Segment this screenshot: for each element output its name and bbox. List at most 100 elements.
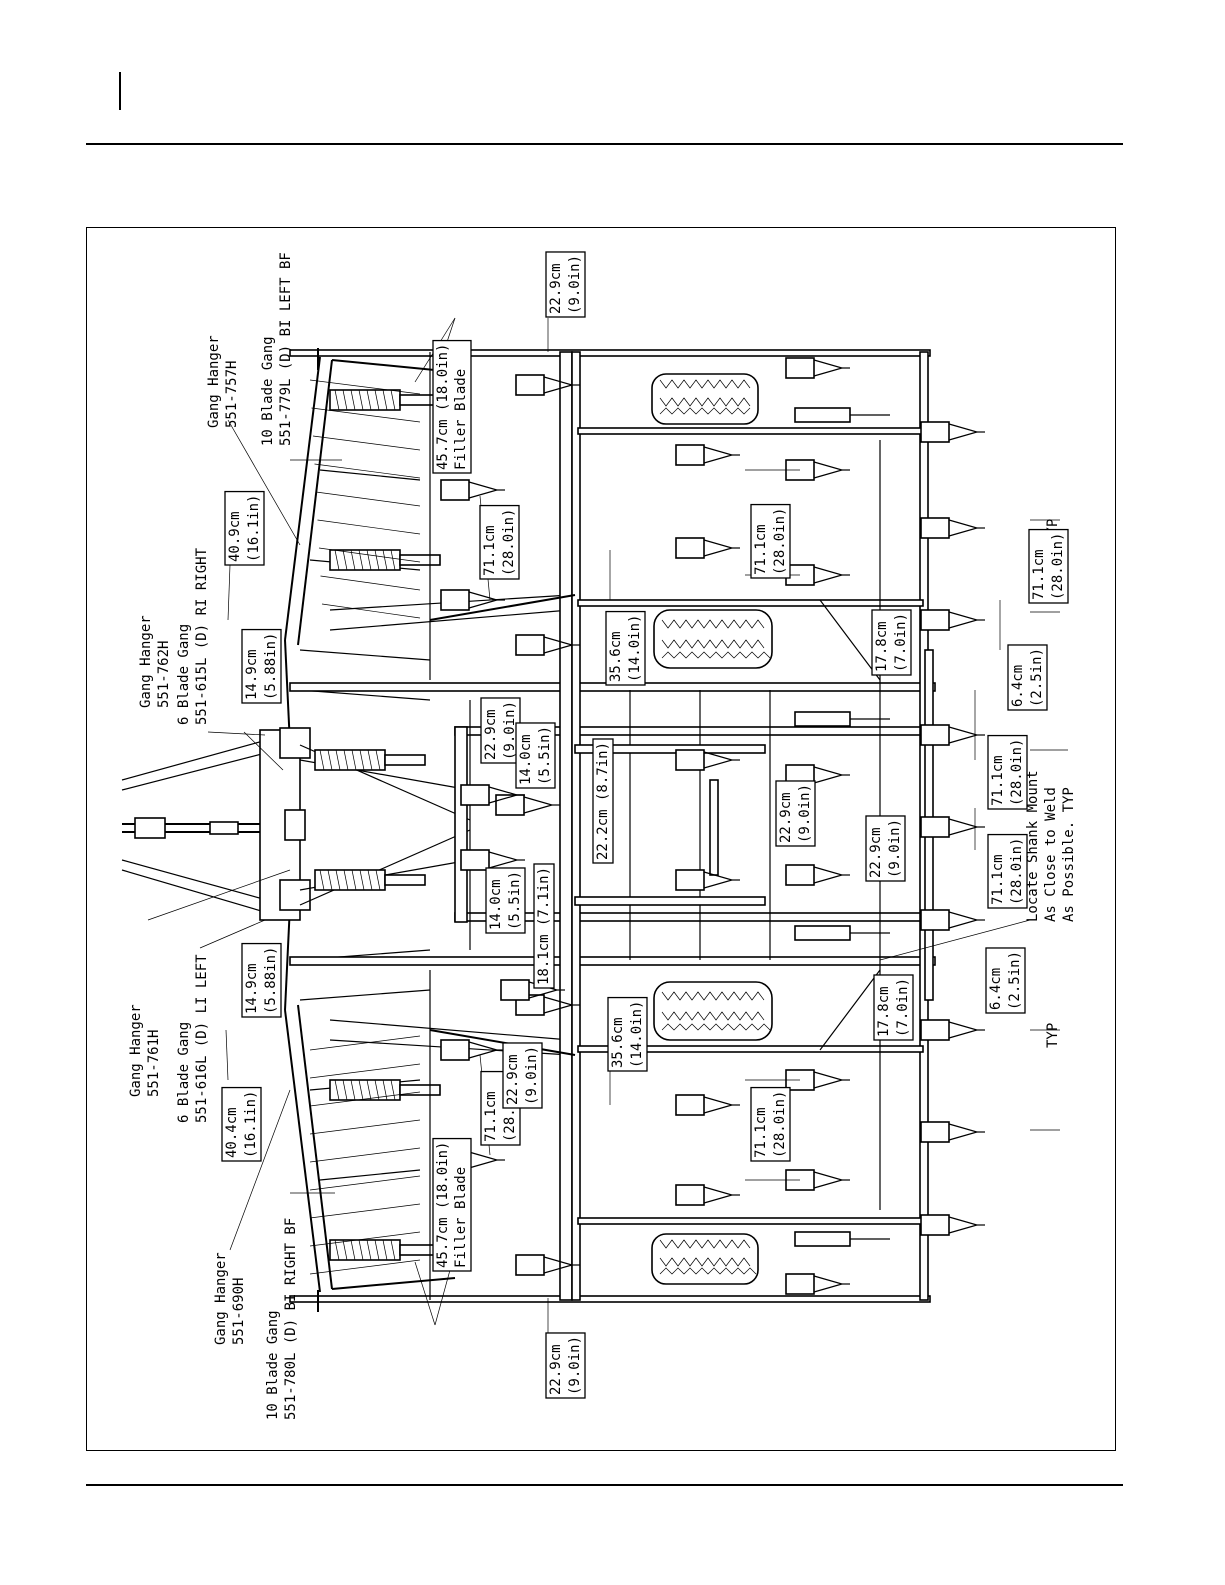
svg-text:71.1cm(28.0in): 71.1cm(28.0in) — [482, 509, 517, 576]
shank-mount — [920, 421, 985, 443]
disc-blade — [309, 379, 421, 395]
dim-d-top-229: 22.9cm(9.0in) — [545, 251, 586, 318]
dim-d-229-c1: 22.9cm(9.0in) — [775, 780, 816, 847]
header-marker-bar — [119, 72, 121, 110]
shank-mount — [675, 444, 740, 466]
dim-d-222: 22.2cm (8.7in) — [592, 738, 614, 864]
disc-blade — [309, 1259, 421, 1275]
dim-d-356-l: 35.6cm(14.0in) — [607, 996, 648, 1072]
shank-mount — [675, 537, 740, 559]
dim-d-bot-229: 22.9cm(9.0in) — [545, 1332, 586, 1399]
svg-text:17.8cm(7.0in): 17.8cm(7.0in) — [876, 978, 911, 1037]
svg-text:35.6cm(14.0in): 35.6cm(14.0in) — [608, 615, 643, 682]
shank-mount — [460, 784, 525, 806]
svg-text:71.1cm(28.0in): 71.1cm(28.0in) — [990, 838, 1025, 905]
disc-blade — [309, 1035, 421, 1051]
svg-text:22.9cm(9.0in): 22.9cm(9.0in) — [868, 819, 903, 878]
shank-mount — [675, 749, 740, 771]
disc-blade — [309, 1063, 421, 1079]
svg-text:40.4cm(16.1in): 40.4cm(16.1in) — [224, 1091, 259, 1158]
shank-mount — [495, 794, 560, 816]
dimension-callouts: 22.9cm(9.0in) 22.9cm(9.0in) 40.9cm(16.1in)… — [221, 251, 1069, 1399]
svg-text:6.4cm(2.5in): 6.4cm(2.5in) — [988, 951, 1023, 1010]
spring-assembly — [314, 869, 426, 891]
disc-blade — [311, 407, 421, 423]
shank-mount — [500, 979, 565, 1001]
disc-blade — [309, 1147, 421, 1163]
shank-mount — [675, 1184, 740, 1206]
label-filler-blade-top: 45.7cm (18.0in)Filler Blade — [432, 339, 472, 474]
dim-d-711-c: 71.1cm(28.0in) — [1028, 528, 1069, 604]
svg-text:TYP: TYP — [1045, 1023, 1061, 1048]
svg-text:6.4cm(2.5in): 6.4cm(2.5in) — [1010, 648, 1045, 707]
svg-text:22.2cm (8.7in): 22.2cm (8.7in) — [595, 742, 611, 860]
svg-text:18.1cm (7.1in): 18.1cm (7.1in) — [536, 867, 552, 985]
dim-d-140-r: 14.0cm(5.5in) — [515, 722, 556, 789]
svg-text:22.9cm(9.0in): 22.9cm(9.0in) — [548, 255, 583, 314]
disc-gang-frames — [259, 356, 571, 1293]
shank-mount — [920, 724, 985, 746]
label-typ: TYP — [1045, 1023, 1061, 1048]
dim-d-64-l: 6.4cm(2.5in) — [985, 947, 1026, 1014]
svg-text:71.1cm(28.0in): 71.1cm(28.0in) — [1031, 533, 1066, 600]
svg-text:71.1cm(28.0in): 71.1cm(28.0in) — [753, 508, 788, 575]
spring-assembly — [314, 749, 426, 771]
header-rule — [86, 143, 1123, 145]
disc-blade — [321, 603, 421, 619]
svg-text:45.7cm (18.0in)Filler Blade: 45.7cm (18.0in)Filler Blade — [435, 344, 469, 470]
dim-d-181: 18.1cm (7.1in) — [533, 863, 555, 989]
dim-d-711-g: 71.1cm(28.0in) — [750, 1086, 791, 1162]
shank-mount — [515, 634, 580, 656]
disc-blade-assemblies — [309, 379, 441, 1275]
shank-mount — [920, 517, 985, 539]
dim-d-149-r: 14.9cm(5.88in) — [241, 628, 282, 704]
figure-frame — [86, 227, 1116, 1451]
svg-text:22.9cm(9.0in): 22.9cm(9.0in) — [483, 701, 518, 760]
disc-blade — [309, 1119, 421, 1135]
dim-d-409: 40.9cm(16.1in) — [224, 490, 265, 566]
dim-d-64-r: 6.4cm(2.5in) — [1007, 644, 1048, 711]
disc-blade — [315, 491, 421, 507]
dim-d-229-l: 22.9cm(9.0in) — [502, 1042, 543, 1109]
spring-assembly — [329, 389, 441, 411]
disc-blade — [309, 1175, 421, 1191]
shank-mount — [920, 1019, 985, 1041]
dim-d-140-l: 14.0cm(5.5in) — [485, 867, 526, 934]
svg-text:14.0cm(5.5in): 14.0cm(5.5in) — [518, 726, 553, 785]
svg-text:45.7cm (18.0in)Filler Blade: 45.7cm (18.0in)Filler Blade — [435, 1142, 469, 1268]
dim-d-711-e: 71.1cm(28.0in) — [987, 833, 1028, 909]
shank-mount — [785, 864, 850, 886]
disc-blade — [309, 1231, 421, 1247]
shank-mount — [785, 357, 850, 379]
spring-assembly — [329, 549, 441, 571]
disc-blade — [320, 575, 421, 591]
shank-mount — [440, 479, 505, 501]
shank-mount — [515, 374, 580, 396]
svg-text:22.9cm(9.0in): 22.9cm(9.0in) — [548, 1336, 583, 1395]
dim-d-711-d: 71.1cm(28.0in) — [987, 734, 1028, 810]
shank-mount — [920, 1121, 985, 1143]
shank-mount — [920, 1214, 985, 1236]
dim-d-149-l: 14.9cm(5.88in) — [241, 942, 282, 1018]
svg-text:14.9cm(5.88in): 14.9cm(5.88in) — [244, 947, 279, 1014]
dim-d-404: 40.4cm(16.1in) — [221, 1086, 262, 1162]
disc-blade — [309, 1091, 421, 1107]
svg-text:35.6cm(14.0in): 35.6cm(14.0in) — [610, 1001, 645, 1068]
shank-mount — [785, 1273, 850, 1295]
